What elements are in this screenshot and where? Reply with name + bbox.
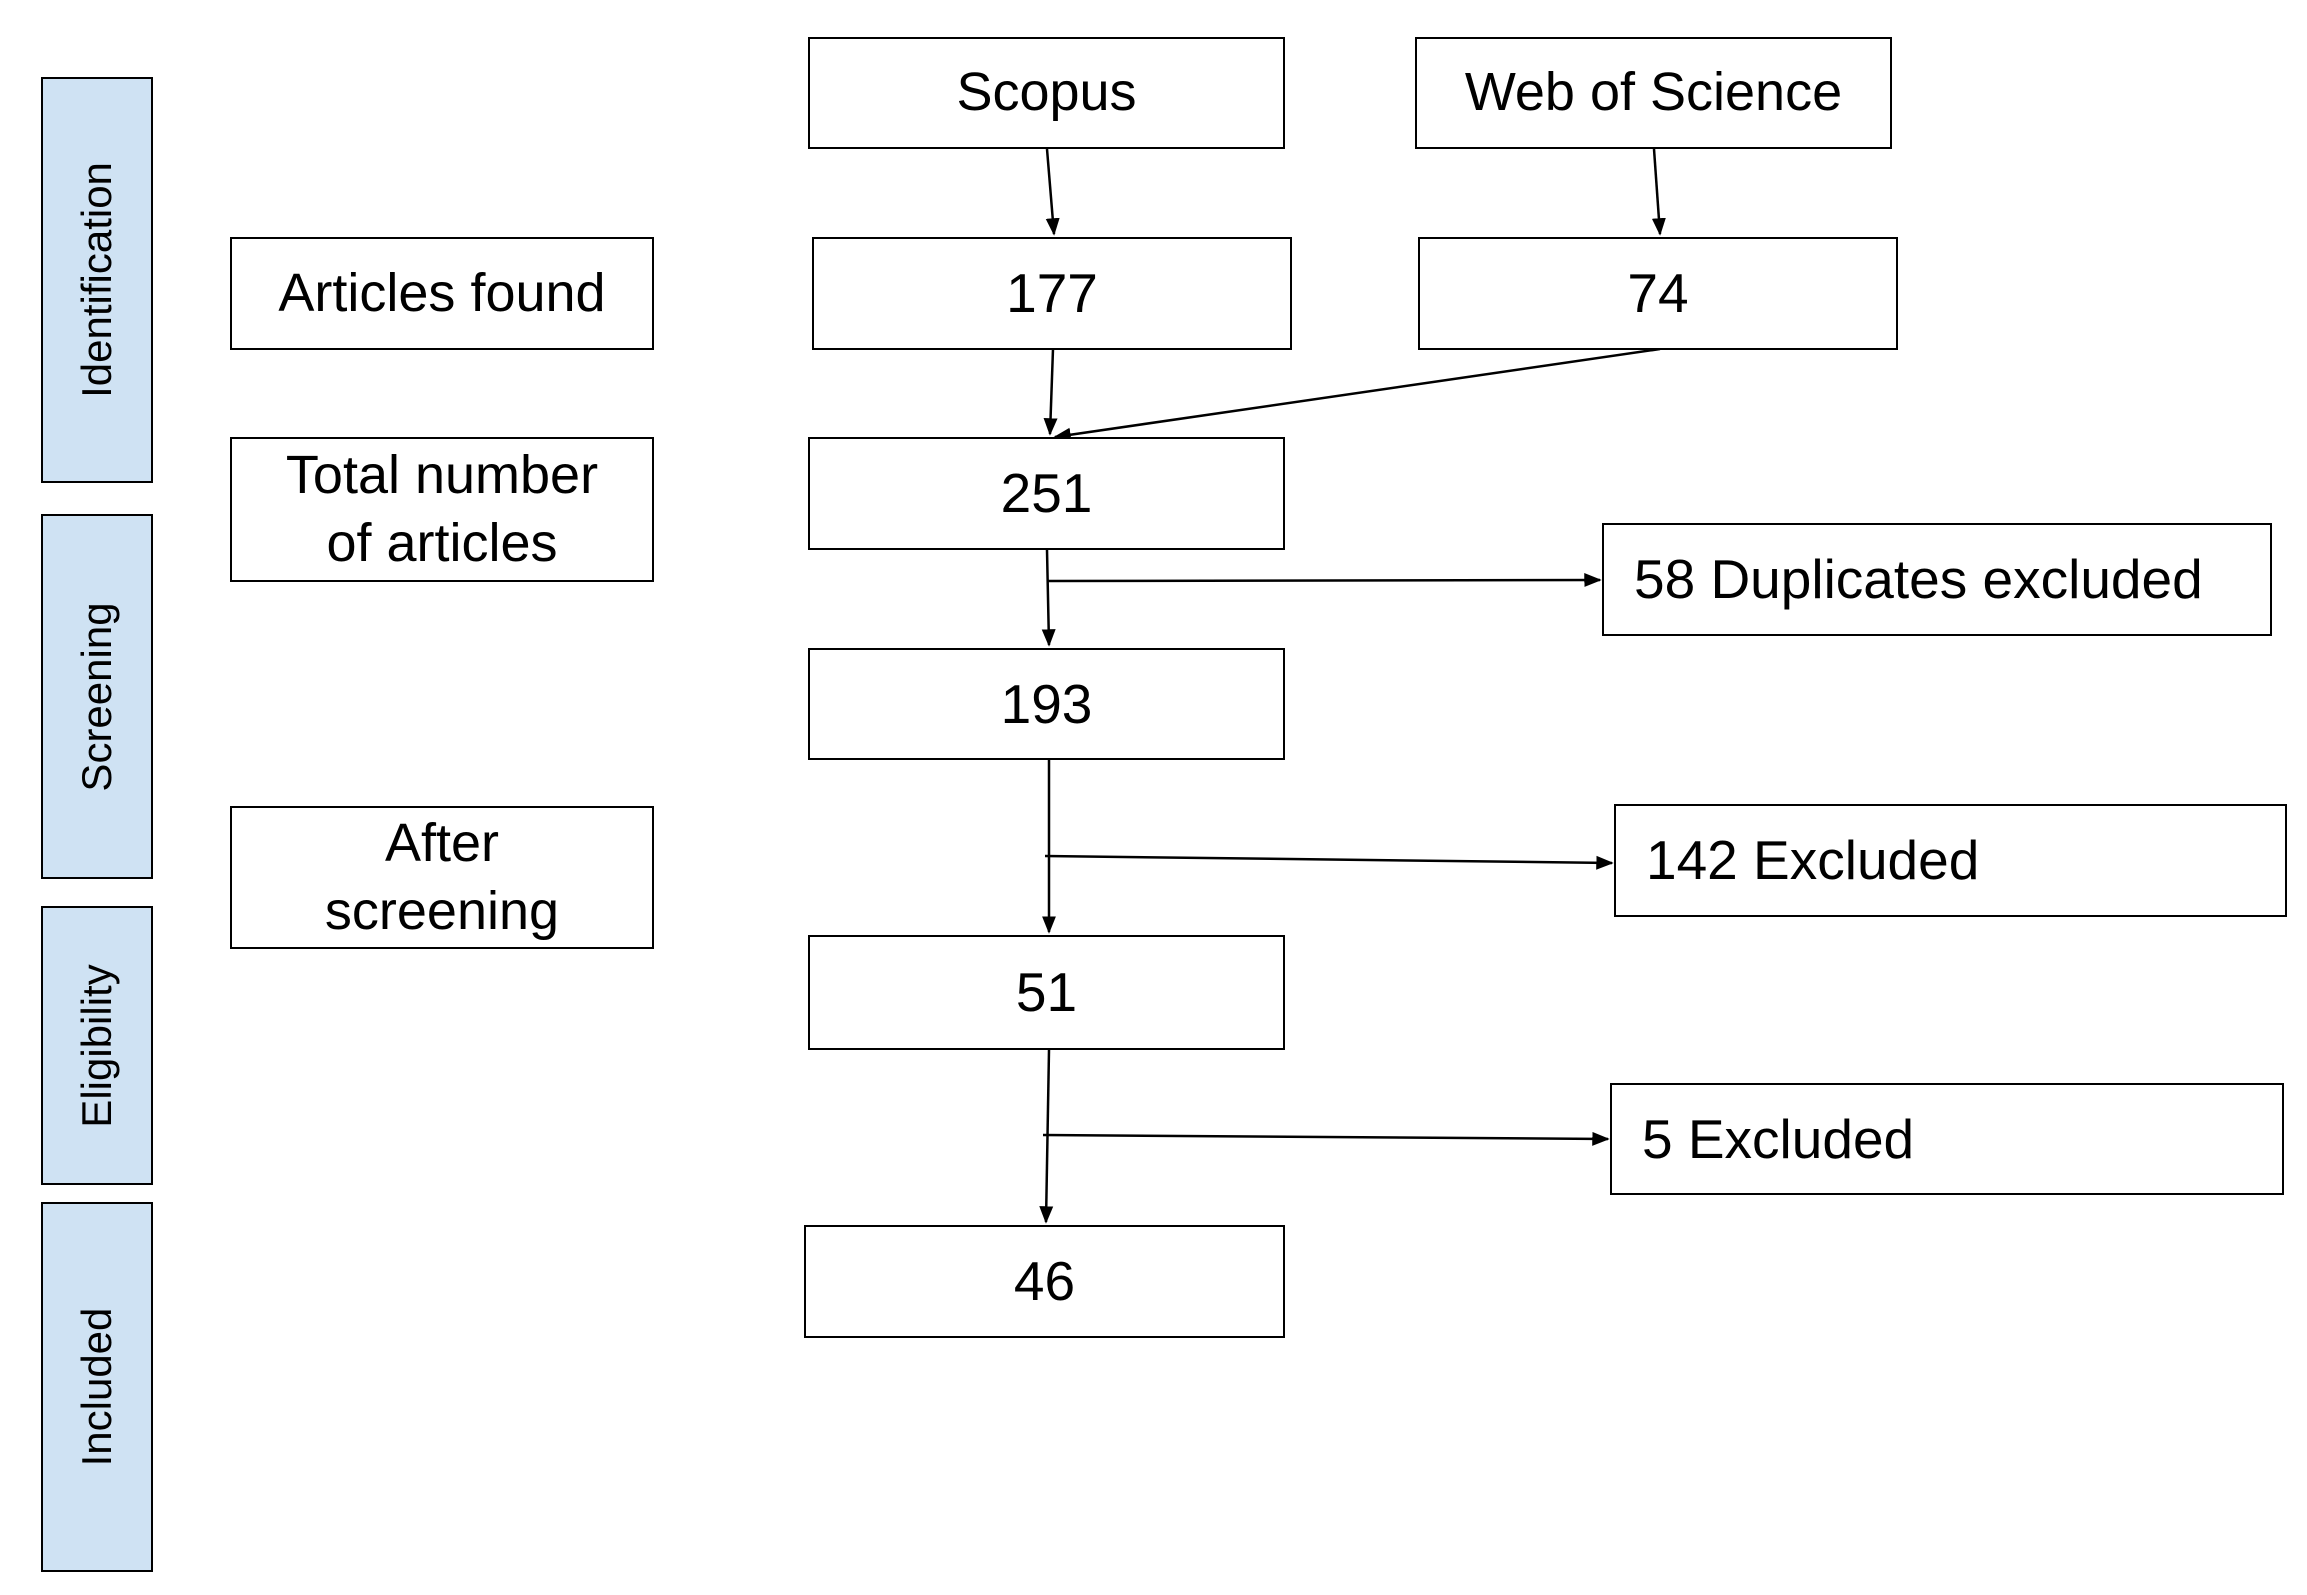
count-after-duplicates-text: 193 [1000, 672, 1093, 735]
source-web-of-science: Web of Science [1415, 37, 1892, 149]
count-after-screening: 51 [808, 935, 1285, 1050]
row-label-total-number-text: Total number of articles [285, 445, 599, 573]
exclusion-duplicates: 58 Duplicates excluded [1602, 523, 2272, 636]
count-after-duplicates: 193 [808, 648, 1285, 760]
exclusion-eligibility: 5 Excluded [1610, 1083, 2284, 1195]
stage-identification-label: Identification [73, 162, 120, 398]
stage-included-label: Included [73, 1307, 120, 1467]
exclusion-screening: 142 Excluded [1614, 804, 2287, 917]
count-total-text: 251 [1000, 462, 1093, 525]
source-scopus: Scopus [808, 37, 1285, 149]
source-web-of-science-text: Web of Science [1464, 62, 1843, 123]
stage-identification: Identification [41, 77, 153, 483]
arrow-251-to-193 [1041, 549, 1056, 647]
row-label-after-screening: After screening [230, 806, 654, 949]
count-scopus-found: 177 [812, 237, 1292, 350]
arrow-to-5-excluded [1042, 1131, 1610, 1146]
row-label-articles-found-text: Articles found [278, 262, 606, 323]
arrow-to-duplicates-excluded [1046, 573, 1602, 588]
count-scopus-found-text: 177 [1006, 262, 1098, 325]
count-after-screening-text: 51 [1015, 961, 1078, 1024]
source-scopus-text: Scopus [956, 62, 1137, 123]
arrow-scopus-to-177 [1045, 148, 1060, 236]
arrow-74-to-251 [1053, 347, 1661, 442]
count-wos-found: 74 [1418, 237, 1898, 350]
row-label-total-number: Total number of articles [230, 437, 654, 582]
exclusion-duplicates-text: 58 Duplicates excluded [1634, 548, 2203, 611]
stage-screening-label: Screening [73, 601, 120, 792]
stage-eligibility-label: Eligibility [73, 963, 120, 1128]
count-included-text: 46 [1013, 1250, 1076, 1313]
count-wos-found-text: 74 [1627, 262, 1689, 325]
row-label-articles-found: Articles found [230, 237, 654, 350]
count-included: 46 [804, 1225, 1285, 1338]
stage-eligibility: Eligibility [41, 906, 153, 1185]
arrow-177-to-251 [1043, 348, 1058, 436]
arrow-wos-to-74 [1651, 148, 1666, 236]
stage-included: Included [41, 1202, 153, 1572]
row-label-after-screening-text: After screening [324, 813, 560, 941]
stage-screening: Screening [41, 514, 153, 879]
exclusion-eligibility-text: 5 Excluded [1642, 1107, 1915, 1170]
arrow-to-142-excluded [1044, 854, 1614, 870]
exclusion-screening-text: 142 Excluded [1646, 829, 1980, 892]
count-total: 251 [808, 437, 1285, 550]
